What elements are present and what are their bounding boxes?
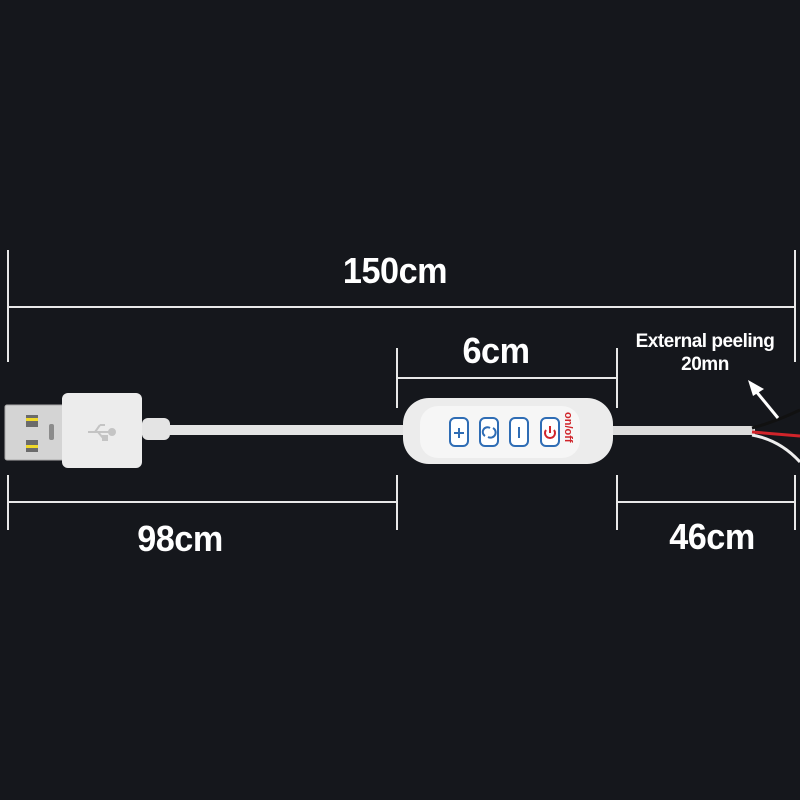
dimension-lines [7, 250, 796, 530]
usb-plug [4, 393, 170, 468]
usb-icon [88, 424, 116, 441]
cable-right [605, 426, 755, 435]
usb-to-controller-label: 98cm [137, 518, 223, 559]
peeling-annotation: External peeling 20mn [636, 330, 775, 376]
controller [403, 398, 613, 464]
controller-to-end-label: 46cm [669, 516, 755, 557]
total-length-label: 150cm [342, 250, 448, 291]
red-wire [751, 430, 800, 438]
black-wire [751, 408, 800, 430]
cable-left [140, 425, 410, 435]
on-off-label: on/off [562, 412, 574, 443]
peeling-line2: 20mn [681, 354, 729, 375]
cycle-icon [481, 426, 497, 439]
power-icon [544, 426, 556, 439]
mode-button [479, 417, 499, 447]
peeling-line1: External peeling [635, 331, 775, 352]
controller-length-label: 6cm [462, 330, 530, 371]
arrow-icon [748, 380, 780, 419]
white-wire [751, 433, 800, 464]
